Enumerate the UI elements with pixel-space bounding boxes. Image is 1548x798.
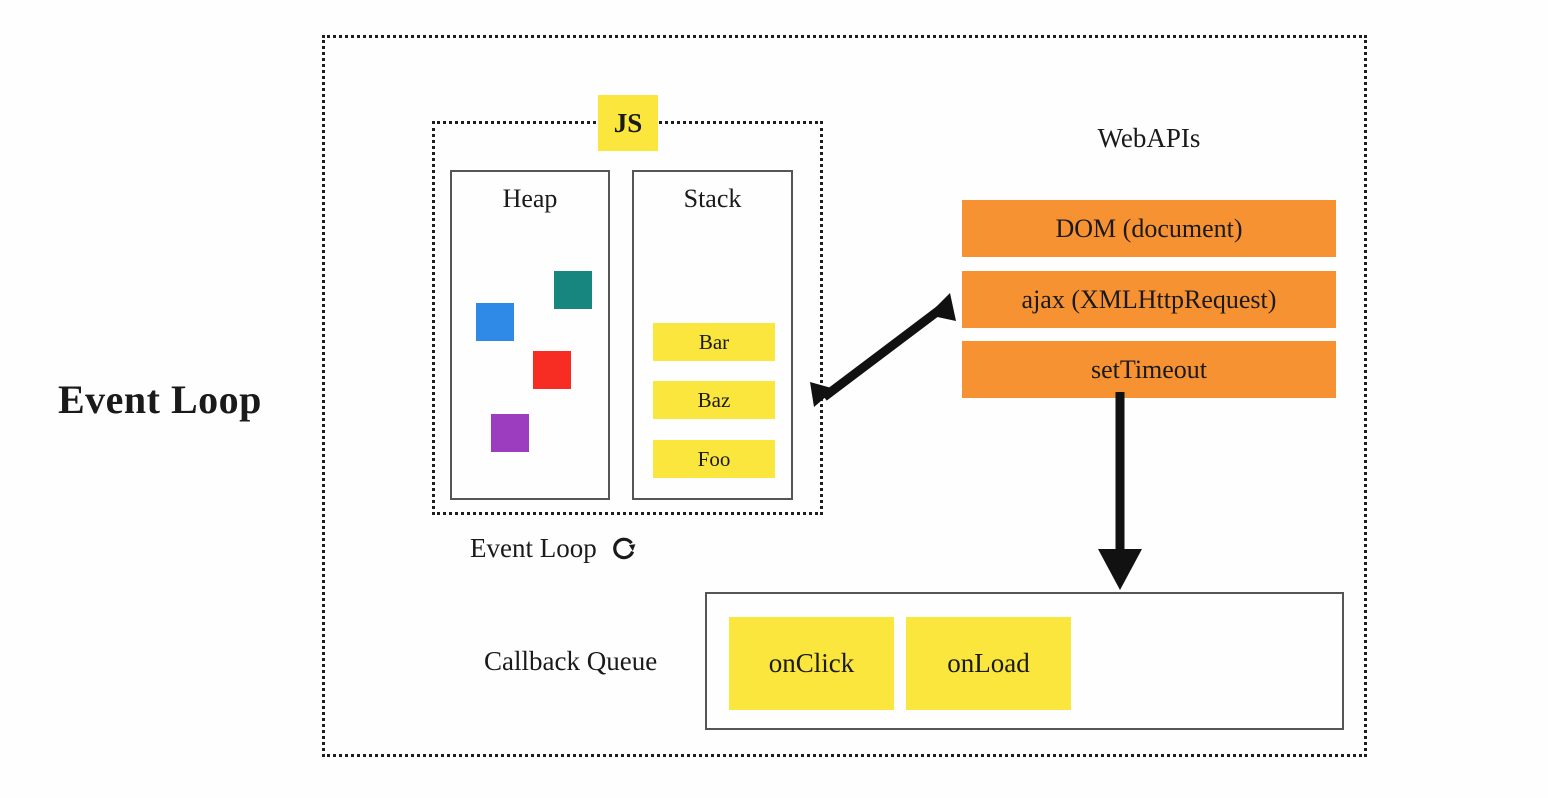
webapi-row-ajax: ajax (XMLHttpRequest): [962, 271, 1336, 328]
arrow-webapis-to-queue: [1098, 392, 1142, 590]
stack-frame: Bar: [653, 323, 775, 361]
webapi-row-dom: DOM (document): [962, 200, 1336, 257]
callback-queue-label: Callback Queue: [484, 646, 658, 676]
heap-object-blue: [476, 303, 514, 341]
event-loop-caption-label: Event Loop: [470, 533, 597, 563]
circular-arrow-icon: [612, 537, 636, 559]
callback-item-onclick: onClick: [729, 617, 894, 710]
heap-pane: Heap: [450, 170, 610, 500]
arrow-engine-to-webapis: [810, 293, 956, 407]
webapi-row-settimeout: setTimeout: [962, 341, 1336, 398]
page-title: Event Loop: [58, 377, 262, 422]
stack-frame: Baz: [653, 381, 775, 419]
runtime-container: [322, 35, 1367, 757]
event-loop-caption: Event Loop: [470, 533, 639, 564]
callback-queue-box: onClick onLoad: [705, 592, 1344, 730]
heap-object-teal: [554, 271, 592, 309]
heap-object-purple: [491, 414, 529, 452]
callback-item-onload: onLoad: [906, 617, 1071, 710]
heap-object-red: [533, 351, 571, 389]
stack-title: Stack: [683, 184, 742, 213]
stack-frame: Foo: [653, 440, 775, 478]
webapis-title: WebAPIs: [1097, 123, 1201, 153]
js-badge: JS: [598, 95, 658, 151]
heap-title: Heap: [502, 184, 558, 213]
